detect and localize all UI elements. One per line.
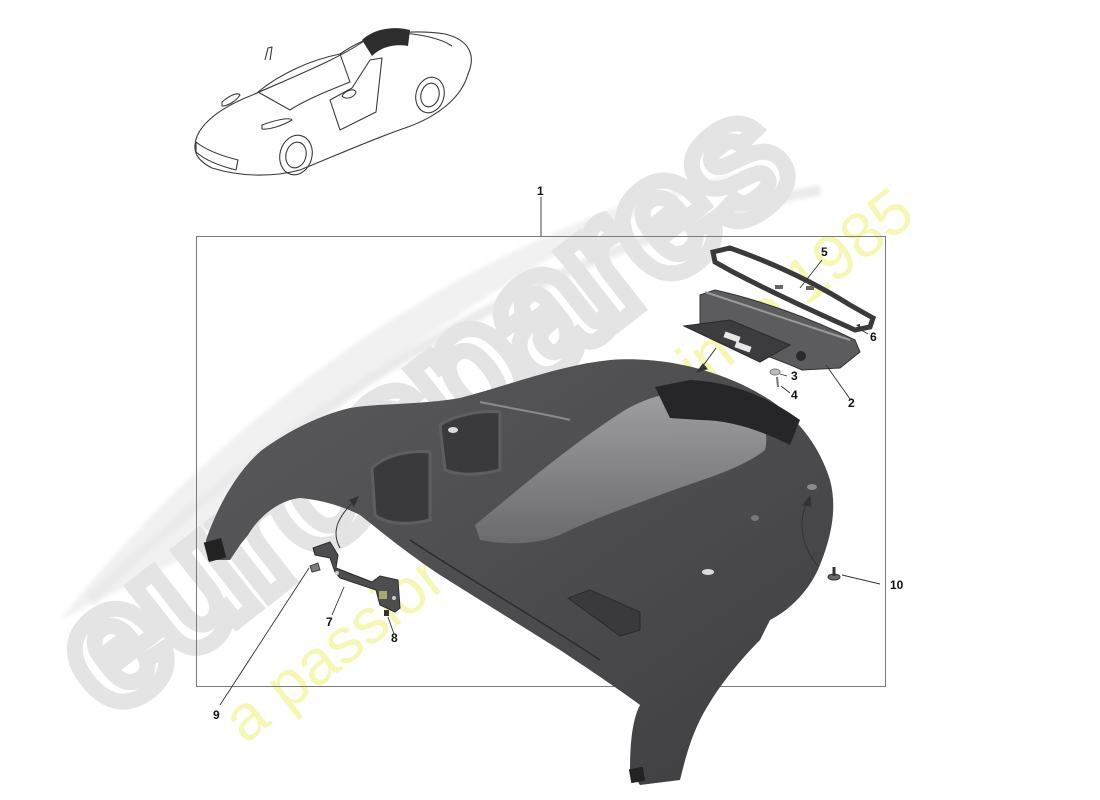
watermark-swoosh bbox=[60, 170, 760, 620]
callout-1[interactable]: 1 bbox=[537, 184, 544, 198]
callout-10[interactable]: 10 bbox=[890, 578, 904, 592]
callout-5[interactable]: 5 bbox=[821, 245, 828, 259]
part-5-surround-frame bbox=[710, 245, 877, 333]
assembly-arrows bbox=[335, 347, 819, 567]
callout-2[interactable]: 2 bbox=[848, 396, 855, 410]
part-1-trim-panel bbox=[203, 359, 834, 785]
highlighted-part-on-vehicle bbox=[362, 28, 410, 56]
callout-6[interactable]: 6 bbox=[870, 330, 877, 344]
callout-7[interactable]: 7 bbox=[326, 615, 333, 629]
leader-lines bbox=[219, 197, 881, 706]
callout-3[interactable]: 3 bbox=[791, 369, 798, 383]
callout-9[interactable]: 9 bbox=[213, 708, 220, 722]
part-7-bracket bbox=[312, 541, 401, 613]
assembly-frame bbox=[196, 236, 886, 687]
callout-4[interactable]: 4 bbox=[791, 388, 798, 402]
part-2-vent-housing bbox=[682, 289, 861, 371]
callout-8[interactable]: 8 bbox=[391, 631, 398, 645]
small-hardware bbox=[309, 324, 860, 616]
